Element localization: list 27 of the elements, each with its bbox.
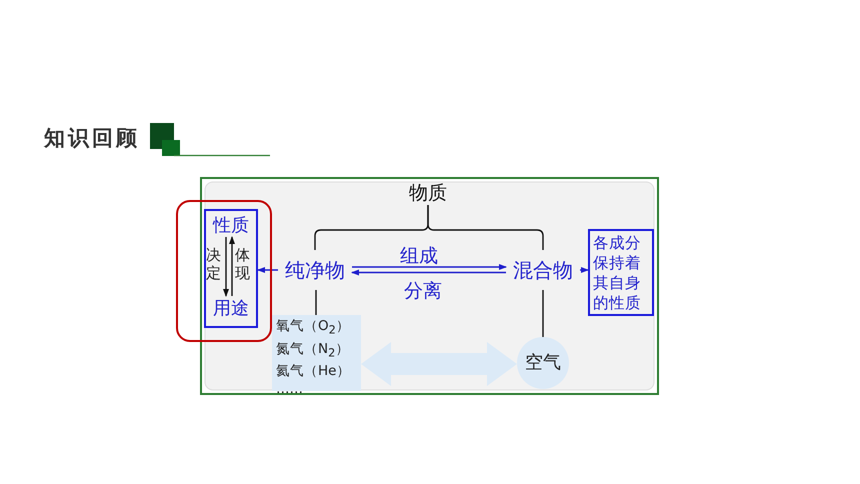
example-text: 氦气（He） <box>276 362 352 380</box>
arrow <box>257 267 278 273</box>
example-panel <box>272 315 361 391</box>
arrow <box>352 264 507 270</box>
arrow <box>223 237 229 297</box>
edge-label: 组成 <box>400 244 438 269</box>
note-box: 各成分保持着其自身的性质 <box>588 229 654 316</box>
term-text: 物质 <box>395 180 461 205</box>
arrow <box>229 236 235 296</box>
term-text: 混合物 <box>506 250 580 290</box>
term-text: 用途 <box>210 296 252 320</box>
edge-label: 分离 <box>404 279 442 304</box>
edge-label: 决定 <box>206 246 222 282</box>
connector-line <box>542 290 544 337</box>
example-text: 氮气（N$_{2}$） <box>276 340 350 362</box>
term-text: 性质 <box>210 213 252 237</box>
edge-label: 体现 <box>235 246 251 282</box>
example-text: …… <box>276 380 304 398</box>
example-text: 氧气（O$_{2}$） <box>276 317 351 339</box>
arrow <box>580 267 589 273</box>
property-box <box>204 209 258 328</box>
rounded-frame <box>176 200 272 342</box>
arrow <box>351 270 506 276</box>
term-text: 纯净物 <box>278 250 352 290</box>
connector-line <box>427 205 544 250</box>
title: 知识回顾 <box>44 125 140 152</box>
connector-line <box>315 290 317 315</box>
